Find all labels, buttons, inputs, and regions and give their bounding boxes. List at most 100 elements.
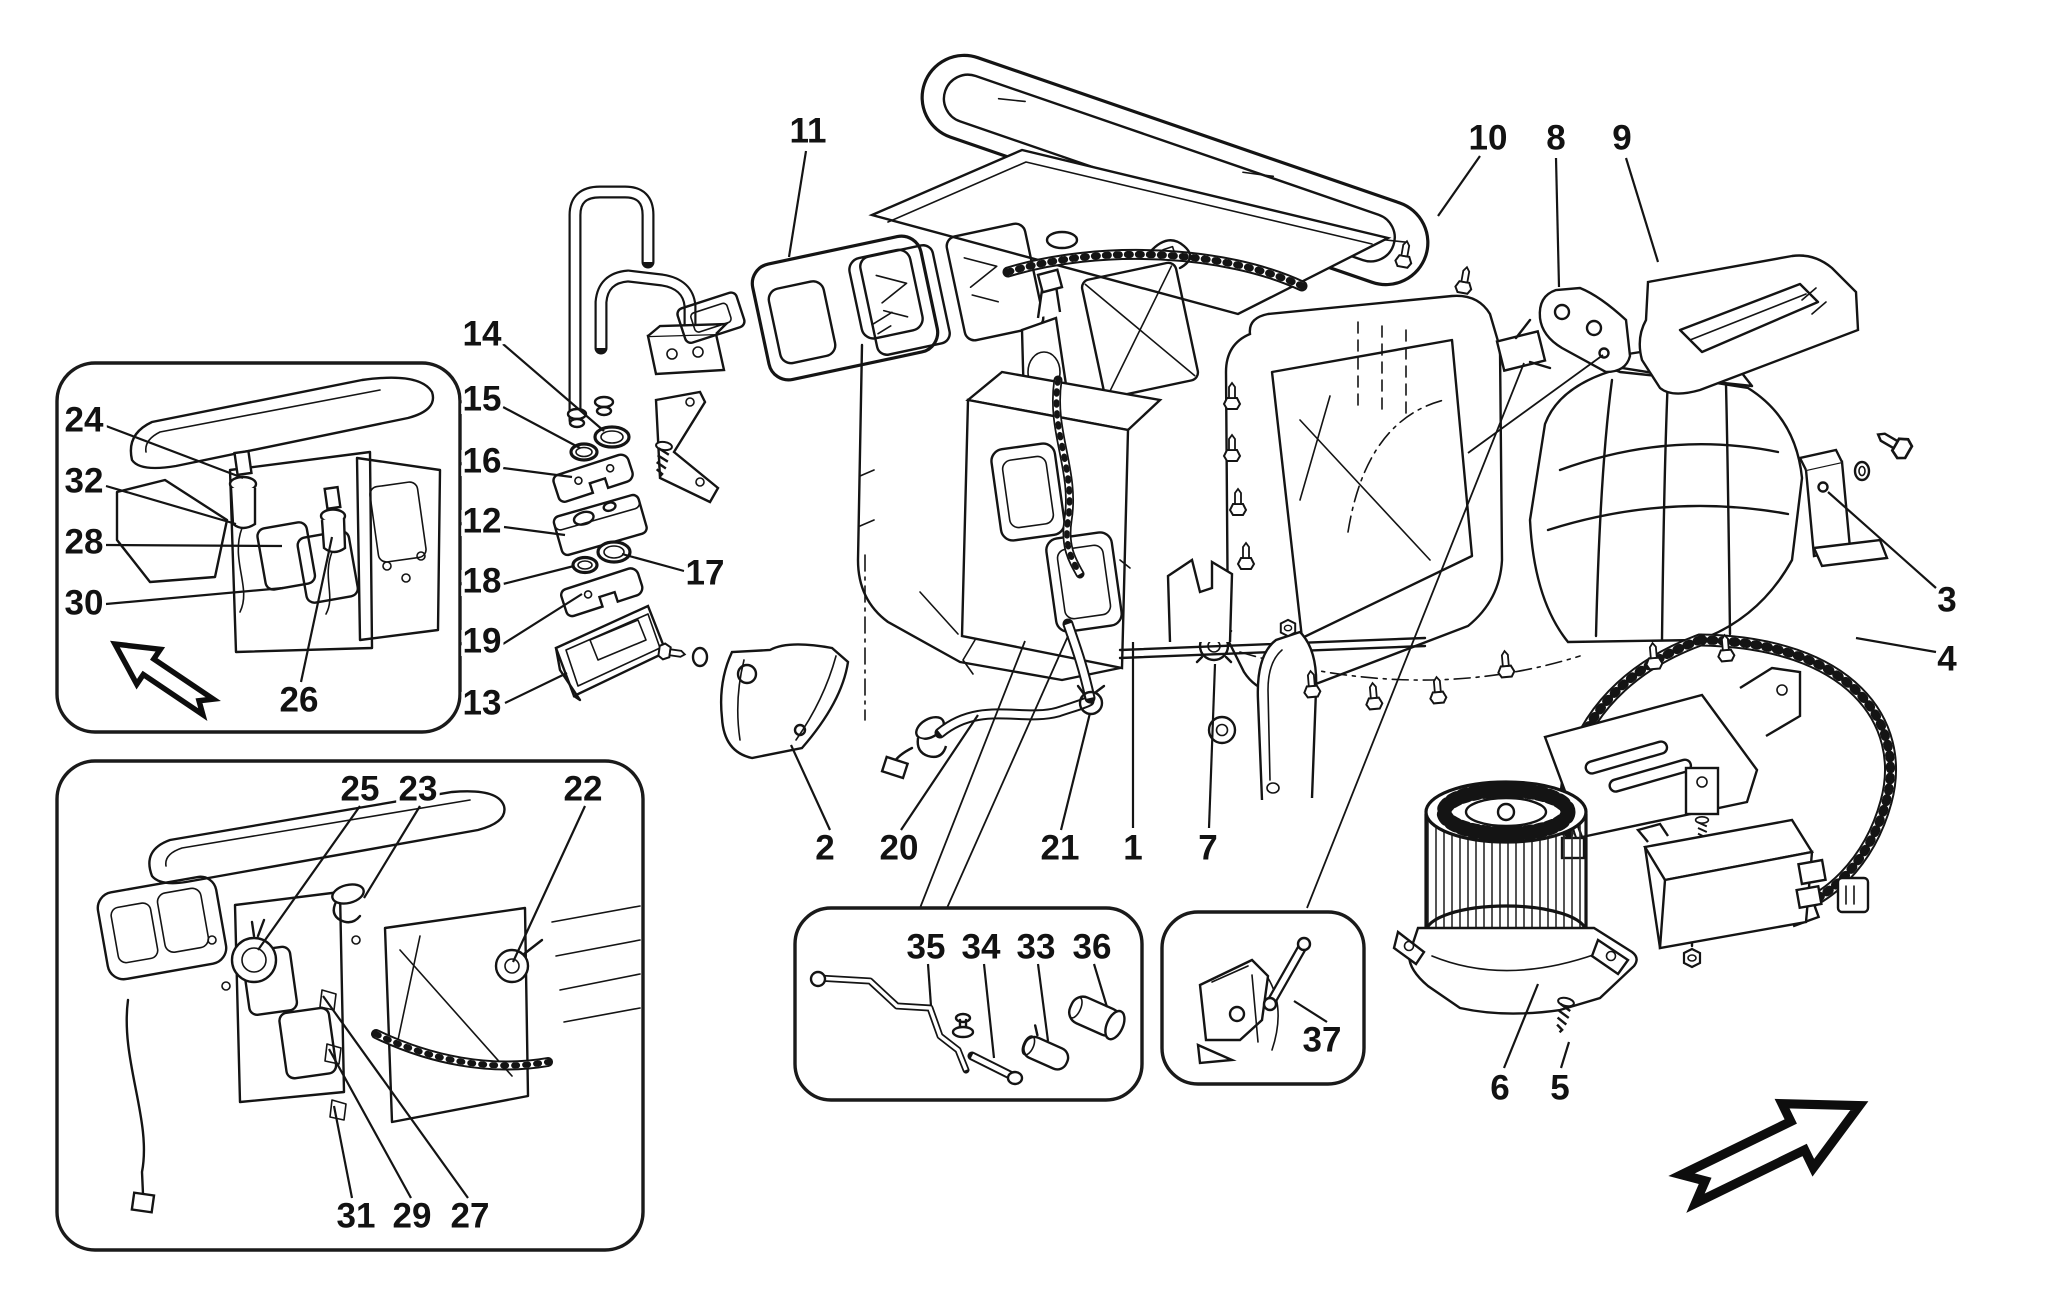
leader-line-33	[1036, 963, 1050, 1042]
callout-25: 25	[341, 770, 380, 809]
ecu-module	[1635, 818, 1827, 950]
callout-9: 9	[1612, 119, 1631, 158]
callout-6: 6	[1490, 1069, 1509, 1108]
temp-sensor-a	[228, 449, 258, 613]
callout-13: 13	[463, 684, 502, 723]
leader-line-34	[982, 963, 996, 1059]
reference-line-4	[1467, 354, 1604, 454]
leader-line-4	[1855, 636, 1937, 654]
callout-7: 7	[1198, 829, 1217, 868]
detail-view-actuators	[55, 759, 645, 1252]
callout-18: 18	[463, 562, 502, 601]
leader-line-20	[900, 714, 979, 831]
callout-14: 14	[463, 315, 502, 354]
callout-16: 16	[463, 442, 502, 481]
flap-lever-location	[1495, 318, 1552, 373]
inset-actuators-art	[96, 790, 641, 1214]
callout-5: 5	[1550, 1069, 1569, 1108]
inset-lever-pin-art	[1196, 936, 1312, 1065]
leader-line-17	[621, 552, 685, 573]
pin-37	[1262, 936, 1312, 1012]
leader-line-12	[503, 525, 566, 537]
vent-bezel-frame	[750, 234, 940, 382]
leader-line-5	[1559, 1041, 1571, 1069]
callout-23: 23	[399, 770, 438, 809]
bushing-36	[1068, 995, 1126, 1041]
leader-line-35	[926, 963, 933, 1007]
reference-lines	[919, 354, 1604, 909]
callout-28: 28	[65, 523, 104, 562]
pipe-bracket	[654, 390, 720, 504]
callout-24: 24	[65, 401, 104, 440]
callout-27: 27	[451, 1197, 490, 1236]
callout-12: 12	[463, 502, 502, 541]
leader-line-10	[1437, 155, 1481, 217]
callout-leaders	[105, 150, 1937, 1199]
callout-26: 26	[280, 681, 319, 720]
leader-line-25	[257, 805, 361, 951]
leader-line-14	[502, 343, 605, 432]
leader-line-30	[105, 586, 284, 606]
leader-line-37	[1293, 1000, 1328, 1023]
callout-20: 20	[880, 829, 919, 868]
direction-arrow-2	[1673, 1074, 1875, 1221]
callout-32: 32	[65, 462, 104, 501]
callout-30: 30	[65, 584, 104, 623]
reference-line-3	[1306, 362, 1525, 909]
leader-line-22	[512, 805, 586, 963]
callout-15: 15	[463, 380, 502, 419]
leader-line-13	[504, 672, 568, 704]
leader-line-21	[1059, 712, 1092, 831]
housing-left-face	[856, 222, 1200, 682]
left-harness	[1051, 375, 1085, 579]
callout-31: 31	[337, 1197, 376, 1236]
reference-line-1	[919, 640, 1026, 909]
leader-line-16	[502, 466, 573, 479]
temp-sensor-b	[319, 485, 347, 615]
callout-10: 10	[1469, 119, 1508, 158]
leader-line-29	[328, 1048, 412, 1199]
heater-subassembly	[960, 370, 1163, 675]
expansion-valve-stack	[552, 390, 720, 702]
refrigerant-pipes	[566, 185, 746, 429]
callout-21: 21	[1041, 829, 1080, 868]
blower-motor	[1392, 780, 1638, 1036]
callout-1: 1	[1123, 829, 1142, 868]
callout-35: 35	[907, 928, 946, 967]
leader-line-23	[363, 805, 421, 899]
leader-line-8	[1554, 157, 1561, 288]
callout-8: 8	[1546, 119, 1565, 158]
reference-line-2	[946, 635, 1069, 909]
leader-line-6	[1502, 983, 1540, 1069]
leader-line-24	[105, 424, 244, 480]
callout-4: 4	[1937, 640, 1957, 679]
callout-29: 29	[393, 1197, 432, 1236]
callout-37: 37	[1303, 1021, 1342, 1060]
wiring-conduit	[1002, 239, 1308, 292]
direction-arrow-1	[103, 627, 220, 725]
callout-2: 2	[815, 829, 834, 868]
leader-line-7	[1207, 663, 1217, 829]
valve-cover-13	[554, 604, 668, 702]
leader-line-19	[502, 593, 583, 645]
support-bracket-2	[719, 554, 959, 760]
drain-hose	[880, 618, 1106, 780]
leader-line-11	[787, 150, 808, 258]
callout-36: 36	[1073, 928, 1112, 967]
callout-22: 22	[564, 770, 603, 809]
leader-line-36	[1092, 963, 1109, 1008]
bottom-support-brackets	[1118, 558, 1427, 801]
mount-bracket-3	[1798, 423, 1916, 568]
side-duct	[1638, 254, 1860, 395]
leader-line-31	[332, 1105, 354, 1199]
leader-line-27	[322, 995, 469, 1199]
callout-19: 19	[463, 622, 502, 661]
main-assembly-drawing	[552, 53, 1916, 1036]
inset-control-rod-art	[809, 970, 1126, 1086]
sleeve-33	[1021, 1024, 1070, 1071]
callout-17: 17	[686, 554, 725, 593]
callout-34: 34	[962, 928, 1001, 967]
